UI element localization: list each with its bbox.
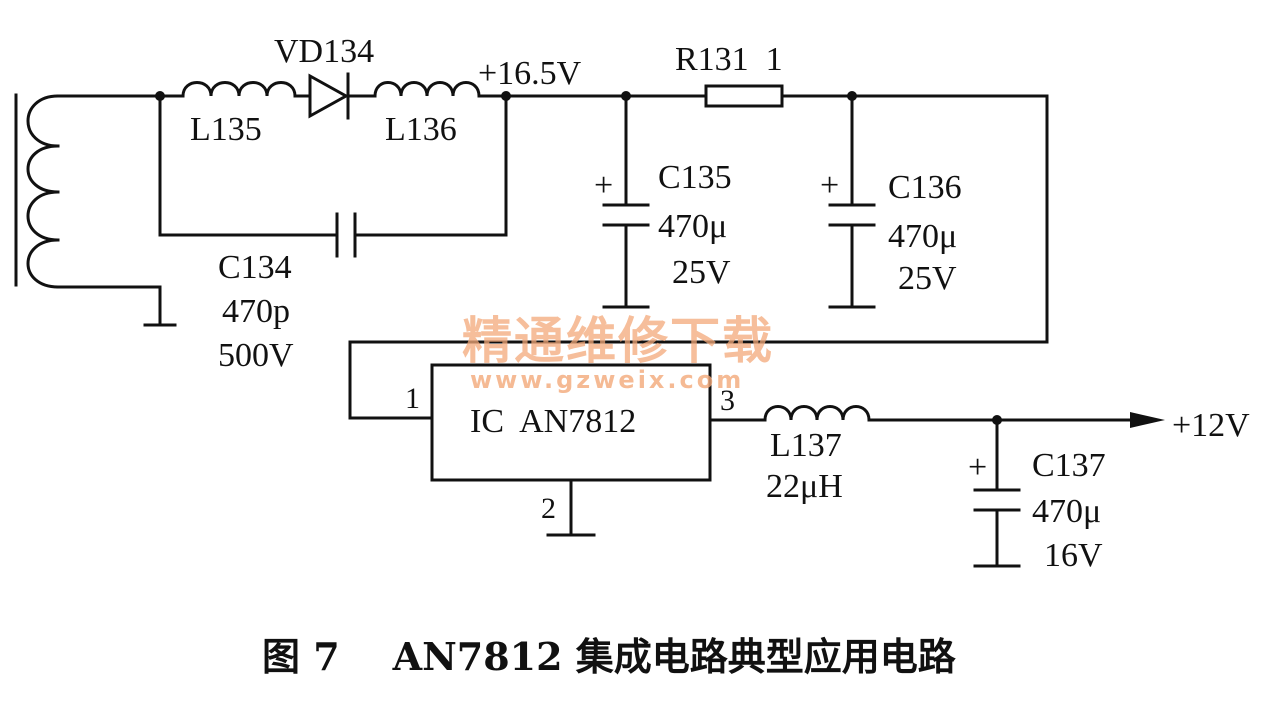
l137-coil <box>763 405 871 422</box>
transformer <box>14 93 177 327</box>
ic-an7812 <box>430 363 767 537</box>
capacitor-c137 <box>973 418 1021 568</box>
capacitor-c136 <box>828 94 876 309</box>
label-pin3: 3 <box>720 384 735 417</box>
plus-c136: + <box>820 167 839 204</box>
label-l137-value: 22μH <box>766 468 843 505</box>
label-c134-name: C134 <box>218 249 292 286</box>
capacitor-c135 <box>602 94 650 309</box>
label-l136: L136 <box>385 111 457 148</box>
ic-input-wire <box>348 94 1049 420</box>
label-l135: L135 <box>190 111 262 148</box>
label-c136-voltage: 25V <box>898 260 957 297</box>
label-c135-voltage: 25V <box>672 254 731 291</box>
label-output-voltage: +12V <box>1172 407 1250 444</box>
label-l137-name: L137 <box>770 427 842 464</box>
label-rail-voltage: +16.5V <box>478 55 582 92</box>
plus-c137: + <box>968 449 987 486</box>
label-c136-name: C136 <box>888 169 962 206</box>
resistor-r131 <box>704 84 1049 108</box>
watermark-url: www.gzweix.com <box>470 366 744 394</box>
label-c134-value: 470p <box>222 293 290 330</box>
label-c135-name: C135 <box>658 159 732 196</box>
figure-caption: 图 7 AN7812 集成电路典型应用电路 <box>262 634 957 679</box>
label-c134-voltage: 500V <box>218 337 294 374</box>
label-c137-value: 470μ <box>1032 493 1101 530</box>
output-arrow <box>1130 412 1165 428</box>
label-pin2: 2 <box>541 492 556 525</box>
plus-c135: + <box>594 167 613 204</box>
watermark-title: 精通维修下载 <box>462 312 774 370</box>
label-c137-name: C137 <box>1032 447 1106 484</box>
input-rail <box>155 91 337 237</box>
label-pin1: 1 <box>405 382 420 415</box>
label-vd134: VD134 <box>274 33 374 70</box>
l136-coil <box>373 81 481 98</box>
label-c135-value: 470μ <box>658 208 727 245</box>
label-c136-value: 470μ <box>888 218 957 255</box>
diode-vd134 <box>308 72 377 120</box>
label-ic: IC AN7812 <box>470 403 636 440</box>
l135-coil <box>181 81 297 98</box>
capacitor-c134 <box>335 212 508 258</box>
label-r131: R131 1 <box>675 41 783 78</box>
label-c137-voltage: 16V <box>1044 537 1103 574</box>
